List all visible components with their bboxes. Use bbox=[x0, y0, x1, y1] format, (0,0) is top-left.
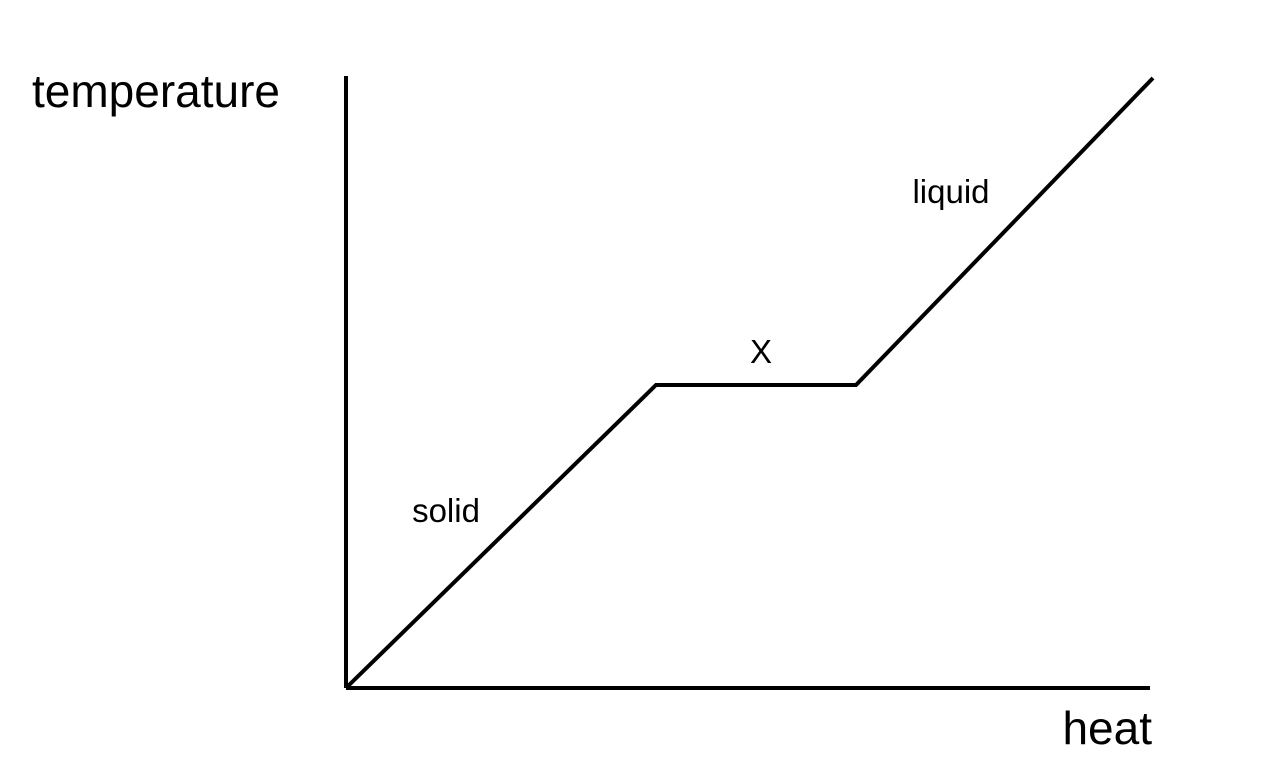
heating-curve-line bbox=[344, 76, 1155, 690]
x-axis-title: heat bbox=[1062, 702, 1152, 754]
region-label-solid: solid bbox=[412, 492, 480, 529]
region-label-liquid: liquid bbox=[912, 173, 989, 210]
region-label-x: X bbox=[750, 333, 772, 370]
y-axis-title: temperature bbox=[32, 65, 280, 117]
